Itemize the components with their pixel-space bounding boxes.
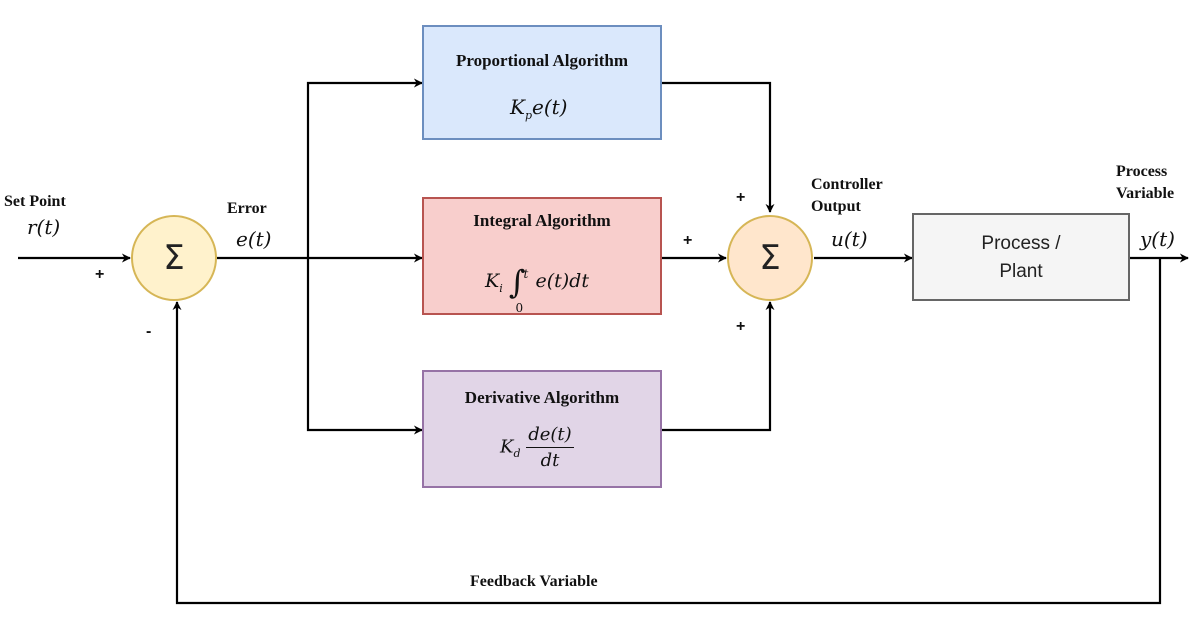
error-symbol: e(t) [236,227,272,251]
derivative-to-sum [662,301,775,432]
sum2-plus-top: + [736,189,746,206]
error-label: Error [227,200,267,217]
proportional-formula: Kpe(t) [510,95,568,122]
process-variable-label-2: Variable [1116,185,1175,202]
proportional-title: Proportional Algorithm [455,51,629,70]
derivative-formula: Kd de(t)dt [500,424,574,471]
derivative-title: Derivative Algorithm [464,388,620,407]
controller-output-symbol: u(t) [831,227,868,251]
sum2-plus-left: + [683,232,693,249]
proportional-block: Proportional Algorithm Kpe(t) [422,25,662,140]
derivative-block: Derivative Algorithm Kd de(t)dt [422,370,662,488]
branch-to-proportional [306,78,423,258]
summing-junction-error: Σ [131,215,217,301]
summing-junction-output: Σ [727,215,813,301]
process-label-2: Plant [999,261,1043,282]
sigma-symbol: Σ [759,238,781,278]
controller-output-label-2: Output [811,198,861,215]
feedback-path [172,258,1162,605]
proportional-to-sum [662,81,775,213]
branch-to-derivative [306,258,423,435]
integral-sign: ∫ [508,263,526,301]
sum1-minus-sign: - [146,323,152,340]
controller-output-label-1: Controller [811,176,883,193]
process-variable-symbol: y(t) [1140,227,1175,251]
process-variable-label-1: Process [1116,163,1168,180]
process-label-1: Process / [981,233,1061,254]
sum2-plus-bottom: + [736,318,746,335]
process-plant-block: Process / Plant [912,213,1130,301]
sigma-symbol: Σ [163,238,185,278]
integral-title: Integral Algorithm [473,211,611,230]
sum1-plus-sign: + [95,266,105,283]
feedback-label: Feedback Variable [470,573,598,590]
setpoint-symbol: r(t) [27,215,61,239]
setpoint-label: Set Point [4,193,66,210]
